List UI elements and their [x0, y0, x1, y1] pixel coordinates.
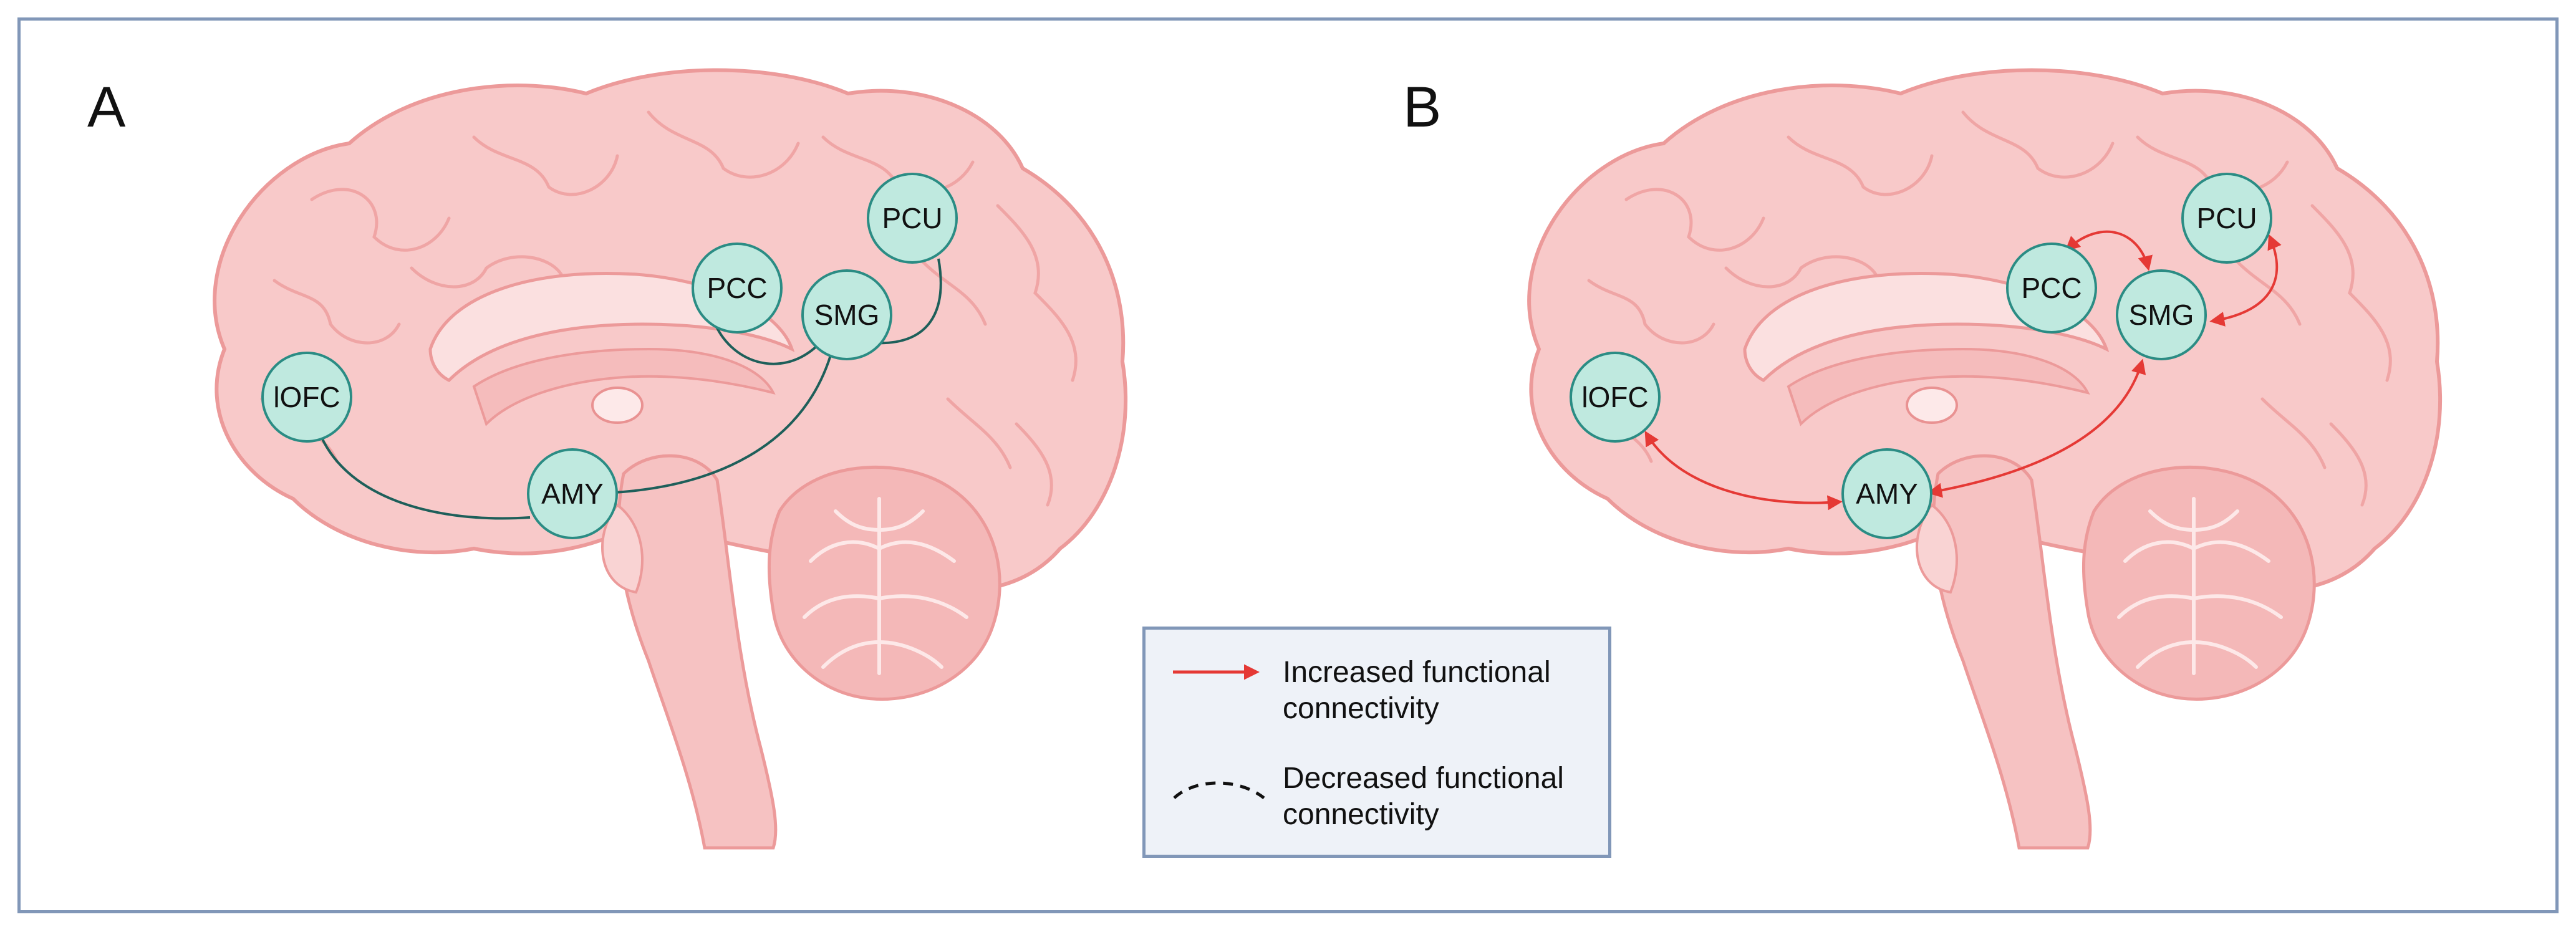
edge-iofc-amy-b [1644, 430, 1843, 511]
node-iofc-b: lOFC [1570, 352, 1661, 443]
node-label-pcc-b: PCC [2021, 272, 2082, 304]
node-amy-b: AMY [1841, 448, 1932, 539]
legend-increased-label: Increased functional connectivity [1283, 656, 1551, 725]
node-pcu-a: PCU [867, 173, 958, 264]
node-pcu-b: PCU [2181, 173, 2272, 264]
node-label-pcu-a: PCU [882, 202, 942, 234]
edge-iofc-amy-a [320, 436, 531, 520]
node-label-smg-a: SMG [814, 299, 880, 331]
panel-a: lOFC AMY PCC SMG PCU [215, 70, 1126, 848]
node-label-iofc-a: lOFC [273, 381, 340, 413]
connections-b [1644, 230, 2282, 511]
legend-decreased-label: Decreased functional connectivity [1283, 762, 1564, 831]
edge-smg-pcu-a [872, 258, 942, 345]
edge-pcc-smg-b [2065, 230, 2153, 271]
node-label-pcc-a: PCC [707, 272, 767, 304]
panel-letter-b: B [1403, 75, 1442, 139]
node-smg-b: SMG [2116, 269, 2207, 360]
increased-arrow-icon [1173, 664, 1260, 680]
node-pcc-a: PCC [692, 243, 783, 334]
node-smg-a: SMG [801, 269, 892, 360]
node-iofc-a: lOFC [261, 352, 352, 443]
node-label-iofc-b: lOFC [1581, 381, 1648, 413]
edge-amy-smg-a [614, 348, 834, 494]
node-label-pcu-b: PCU [2196, 202, 2257, 234]
panel-b: lOFC AMY PCC SMG PCU [1529, 70, 2440, 848]
brain-illustration-a [215, 70, 1126, 848]
node-label-amy-b: AMY [1856, 478, 1918, 510]
edge-pcc-smg-a [713, 320, 818, 365]
node-label-amy-a: AMY [541, 478, 604, 510]
node-amy-a: AMY [527, 448, 618, 539]
edge-smg-pcu-b [2209, 234, 2282, 327]
node-label-smg-b: SMG [2129, 299, 2194, 331]
node-pcc-b: PCC [2006, 243, 2097, 334]
decreased-dashed-icon [1173, 781, 1265, 799]
legend: Increased functional connectivity Decrea… [1142, 627, 1611, 858]
edge-amy-smg-b [1927, 358, 2146, 498]
connections-a [320, 258, 942, 520]
panel-letter-a: A [87, 75, 126, 139]
